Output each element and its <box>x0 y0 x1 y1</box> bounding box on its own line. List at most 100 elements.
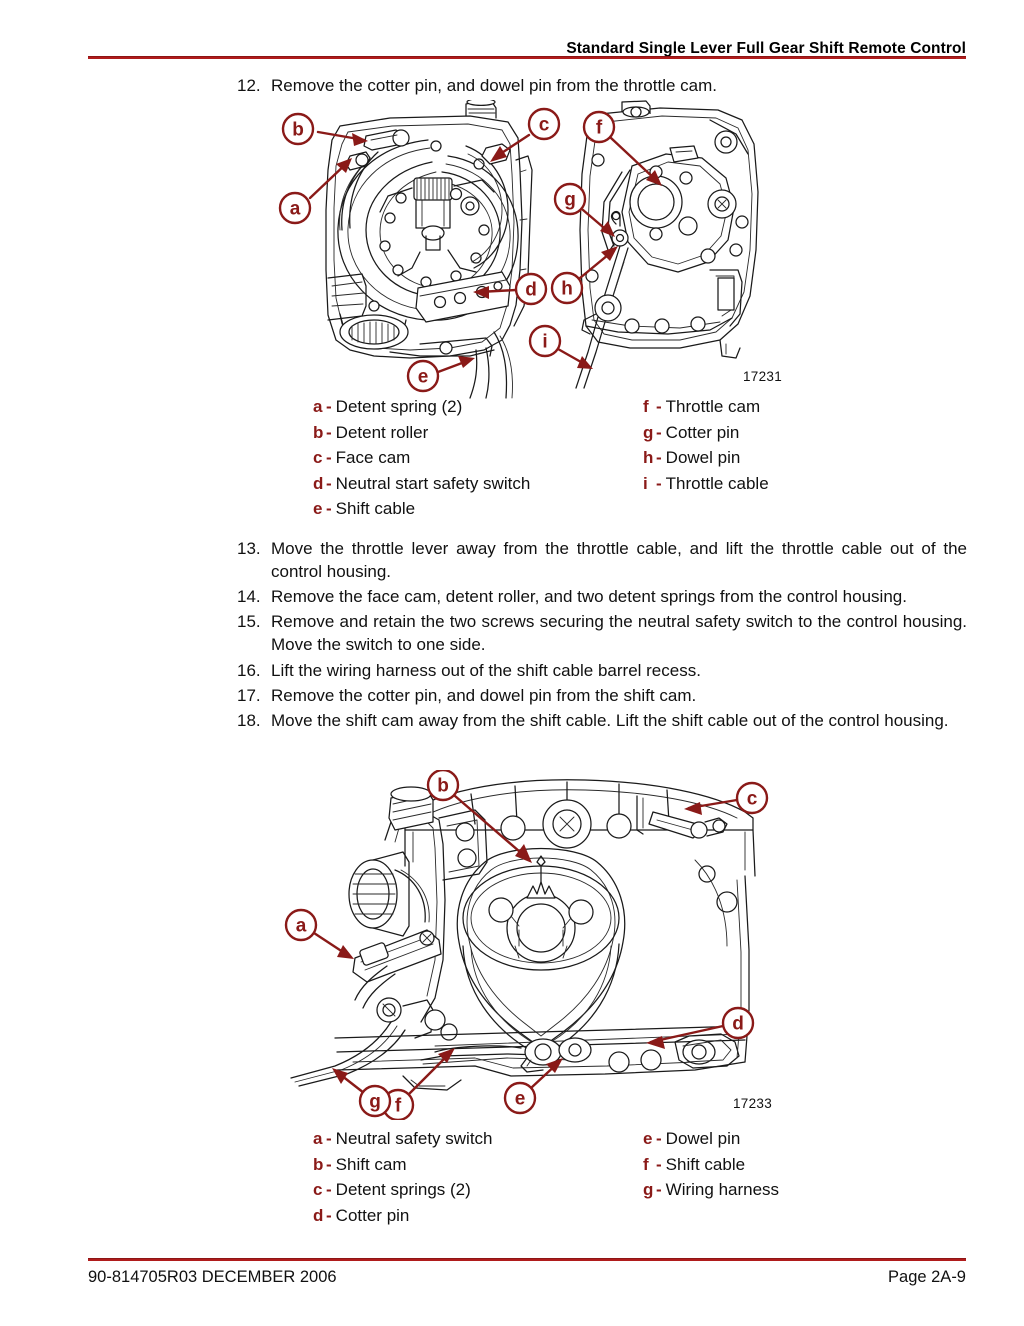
callout-b: b <box>426 770 532 863</box>
legend-label: Neutral start safety switch <box>335 473 531 493</box>
step-text: Remove the face cam, detent roller, and … <box>271 587 907 606</box>
step-number: 13. <box>237 539 261 558</box>
legend-dash: - <box>656 448 662 467</box>
legend-key: h <box>643 448 654 467</box>
step-text: Lift the wiring harness out of the shift… <box>271 661 701 680</box>
step-text: Move the shift cam away from the shift c… <box>271 711 949 730</box>
legend-item: a-Neutral safety switch <box>313 1126 493 1152</box>
figure-throttle-cam-assembly: b a c <box>270 100 810 400</box>
legend-item: f-Throttle cam <box>643 394 769 420</box>
svg-text:i: i <box>542 332 547 353</box>
throttle-cam <box>621 145 737 273</box>
step-text: Remove the cotter pin, and dowel pin fro… <box>271 686 697 705</box>
legend-key: c <box>313 1180 323 1199</box>
svg-text:c: c <box>747 789 758 810</box>
step-number: 15. <box>237 612 261 631</box>
cam-retaining-screw <box>542 799 592 849</box>
svg-text:e: e <box>418 367 429 388</box>
legend-item: c-Face cam <box>313 445 530 471</box>
page-header-title: Standard Single Lever Full Gear Shift Re… <box>566 40 966 57</box>
svg-text:f: f <box>395 1096 402 1117</box>
legend-key: a <box>313 397 323 416</box>
legend-column-left: a-Detent spring (2) b-Detent roller c-Fa… <box>313 394 530 522</box>
callout-f: f <box>582 110 662 186</box>
legend-label: Dowel pin <box>665 448 741 467</box>
legend-key: g <box>643 1180 654 1199</box>
callout-b: b <box>281 112 368 146</box>
step-item: 12. Remove the cotter pin, and dowel pin… <box>237 74 957 97</box>
cotter-pin <box>610 210 621 227</box>
legend-column-right: e-Dowel pin f-Shift cable g-Wiring harne… <box>643 1126 779 1203</box>
callout-f: f <box>381 1048 455 1120</box>
legend-item: c-Detent springs (2) <box>313 1177 493 1203</box>
svg-text:b: b <box>437 776 449 797</box>
svg-text:b: b <box>292 120 304 141</box>
legend-item: e-Dowel pin <box>643 1126 779 1152</box>
legend-dash: - <box>326 1129 332 1148</box>
legend-key: d <box>313 1205 324 1225</box>
lower-deck <box>334 1025 746 1091</box>
legend-key: b <box>313 422 324 442</box>
legend-item: b-Detent roller <box>313 420 530 446</box>
callout-d: d <box>473 272 548 306</box>
step-text: Remove the cotter pin, and dowel pin fro… <box>271 76 718 95</box>
svg-text:g: g <box>564 190 576 211</box>
legend-label: Detent spring (2) <box>335 397 463 416</box>
left-control-housing-drawing <box>325 100 533 399</box>
callout-c: c <box>490 107 561 162</box>
callout-g: g <box>332 1068 392 1118</box>
legend-dash: - <box>656 473 662 493</box>
legend-key: g <box>643 422 654 442</box>
header-rule <box>88 56 966 59</box>
footer-document-id: 90-814705R03 DECEMBER 2006 <box>88 1268 337 1286</box>
legend-item: d-Cotter pin <box>313 1203 493 1229</box>
legend-dash: - <box>326 473 332 493</box>
step-item: 14. Remove the face cam, detent roller, … <box>237 585 967 608</box>
step-item: 15. Remove and retain the two screws sec… <box>237 610 967 656</box>
step-number: 12. <box>237 76 261 95</box>
figure1-callouts: b a c <box>278 107 662 393</box>
figure1-legend: a-Detent spring (2) b-Detent roller c-Fa… <box>313 394 953 524</box>
legend-dash: - <box>656 1154 662 1174</box>
legend-column-left: a-Neutral safety switch b-Shift cam c-De… <box>313 1126 493 1228</box>
svg-text:a: a <box>290 199 301 220</box>
svg-text:e: e <box>515 1089 526 1110</box>
svg-text:g: g <box>369 1092 381 1113</box>
callout-c: c <box>684 781 769 815</box>
step-item: 16. Lift the wiring harness out of the s… <box>237 659 967 682</box>
callout-a: a <box>284 908 354 959</box>
legend-label: Throttle cable <box>665 473 769 493</box>
legend-item: b-Shift cam <box>313 1152 493 1178</box>
legend-key: a <box>313 1129 323 1148</box>
legend-item: h-Dowel pin <box>643 445 769 471</box>
legend-column-right: f-Throttle cam g-Cotter pin h-Dowel pin … <box>643 394 769 496</box>
svg-text:d: d <box>732 1014 744 1035</box>
legend-label: Detent springs (2) <box>335 1180 471 1199</box>
legend-dash: - <box>326 448 332 467</box>
legend-dash: - <box>326 397 332 416</box>
legend-label: Shift cable <box>665 1154 746 1174</box>
callout-e: e <box>503 1058 563 1115</box>
legend-label: Throttle cam <box>665 397 761 416</box>
legend-dash: - <box>326 1205 332 1225</box>
throttle-cable-barrel <box>581 294 622 335</box>
legend-dash: - <box>326 1180 332 1199</box>
step-number: 18. <box>237 711 261 730</box>
legend-dash: - <box>656 1180 662 1199</box>
svg-text:h: h <box>561 279 573 300</box>
legend-label: Neutral safety switch <box>335 1129 493 1148</box>
legend-dash: - <box>326 422 332 442</box>
legend-dash: - <box>326 499 332 518</box>
figure-shift-cam-assembly: b c a <box>275 770 790 1120</box>
legend-label: Cotter pin <box>665 422 740 442</box>
callout-e: e <box>406 356 475 393</box>
legend-label: Face cam <box>335 448 411 467</box>
legend-key: f <box>643 1154 649 1174</box>
legend-item: i-Throttle cable <box>643 471 769 497</box>
step-text: Move the throttle lever away from the th… <box>271 539 967 581</box>
step-item: 17. Remove the cotter pin, and dowel pin… <box>237 684 967 707</box>
legend-item: g-Cotter pin <box>643 420 769 446</box>
figure2-legend: a-Neutral safety switch b-Shift cam c-De… <box>313 1126 953 1236</box>
legend-dash: - <box>326 1154 332 1174</box>
